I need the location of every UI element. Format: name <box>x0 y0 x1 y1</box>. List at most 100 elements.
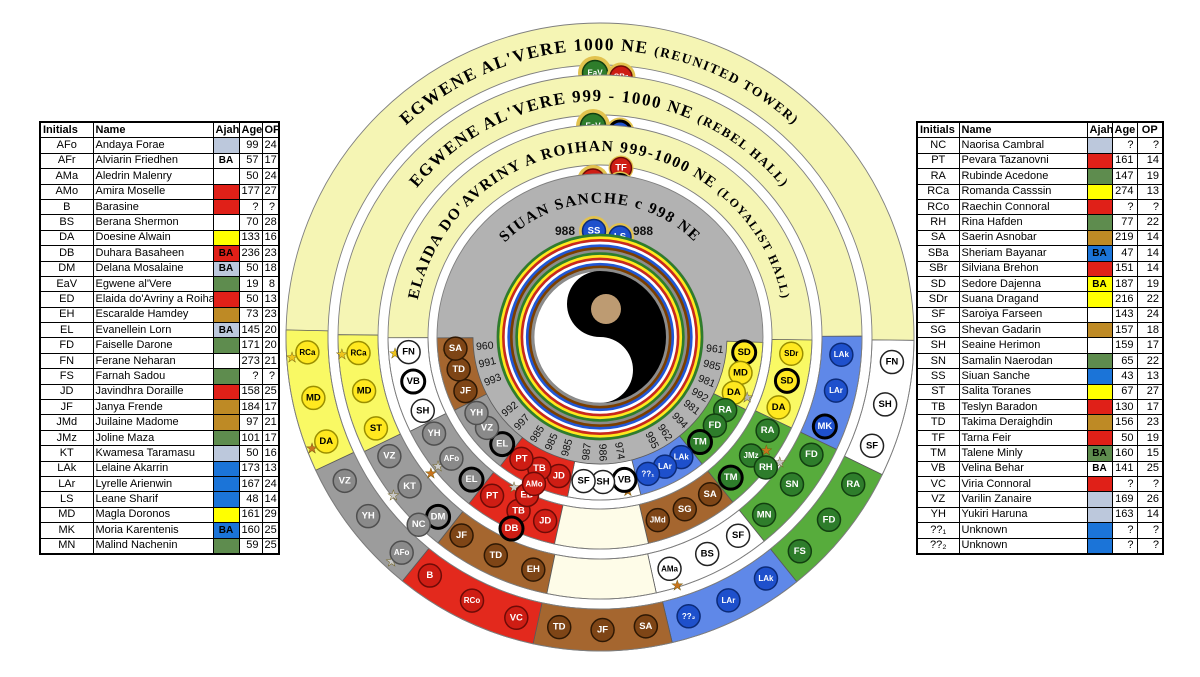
cell-op: ? <box>1136 522 1164 539</box>
sitter-node-RCa <box>346 340 371 366</box>
cell-name: Viria Connoral <box>958 475 1088 493</box>
cell-ajah <box>212 475 240 493</box>
cell-op: 23 <box>1136 414 1164 431</box>
cell-ajah <box>212 491 240 508</box>
cell-initials: MN <box>39 537 94 555</box>
sitter-node-label: SDr <box>784 349 798 358</box>
cell-name: Kwamesa Taramasu <box>92 445 214 462</box>
sitter-node-TD <box>483 543 509 568</box>
sitter-node-EL <box>458 466 485 493</box>
sitter-node-DA <box>766 395 791 420</box>
sitter-node-SDr <box>779 341 804 366</box>
cell-age: 65 <box>1111 352 1138 370</box>
sitter-node-label: VZ <box>383 451 395 462</box>
cell-ajah: BA <box>1086 245 1113 262</box>
cell-name: Alviarin Friedhen <box>92 152 214 170</box>
cell-op: ? <box>1136 475 1164 493</box>
cell-initials: RA <box>916 168 960 185</box>
sitter-node-JMd <box>645 507 670 533</box>
sitter-node-AFo <box>439 446 464 471</box>
cell-ajah <box>1086 260 1113 277</box>
sitter-node-label: TM <box>693 437 707 448</box>
sitter-node-SH <box>872 392 898 417</box>
cell-initials: FN <box>39 352 94 370</box>
cell-ajah <box>1086 537 1113 555</box>
cell-op: ? <box>1136 137 1164 154</box>
cell-age: 273 <box>238 352 263 370</box>
cell-op: 24 <box>261 475 280 493</box>
cell-age: 57 <box>238 152 263 170</box>
cell-age: 147 <box>1111 168 1138 185</box>
cell-op: 21 <box>261 414 280 431</box>
sitter-node-MN <box>751 502 777 528</box>
sitter-node-label: LAk <box>758 574 774 583</box>
cell-ajah <box>1086 198 1113 216</box>
sitter-node-label: MD <box>306 392 321 403</box>
cell-name: Talene Minly <box>958 445 1088 462</box>
cell-age: 67 <box>1111 383 1138 401</box>
cell-ajah <box>1086 152 1113 170</box>
sitter-node-label: RA <box>846 479 860 490</box>
ring-edge <box>337 74 863 600</box>
sitter-node-label: RA <box>761 425 775 436</box>
sitter-node-label: NC <box>412 519 426 530</box>
cell-ajah <box>1086 322 1113 339</box>
sitter-node-FS <box>787 539 813 564</box>
cell-name: Varilin Zanaire <box>958 491 1088 508</box>
sitter-node-SN <box>779 472 805 497</box>
cell-op: 13 <box>261 291 280 308</box>
sitter-node-label: VZ <box>481 422 493 433</box>
sitter-node-DB <box>498 515 525 542</box>
cell-initials: EH <box>39 306 94 324</box>
sitter-node-label: LAk <box>834 350 850 359</box>
cell-age: 171 <box>238 337 263 354</box>
cell-age: 216 <box>1111 291 1138 308</box>
cell-ajah: BA <box>1086 445 1113 462</box>
cell-op: 29 <box>261 506 280 524</box>
cell-age: 47 <box>1111 245 1138 262</box>
sitter-node-label: SN <box>785 479 798 490</box>
sitter-node-label: MD <box>733 367 748 378</box>
cell-age: 43 <box>1111 368 1138 385</box>
cell-age: 50 <box>238 260 263 277</box>
sitter-node-AMo <box>521 471 547 497</box>
ring-edge <box>285 22 915 652</box>
amyrlin-badge-label: EaV <box>587 69 603 78</box>
cell-op: ? <box>261 368 280 385</box>
cell-ajah <box>212 229 240 247</box>
sitter-node-??₁ <box>635 461 661 487</box>
spiral-ring <box>528 265 672 409</box>
raised-year: 986 <box>596 444 608 462</box>
cell-initials: TF <box>916 429 960 447</box>
cell-name: Juilaine Madome <box>92 414 214 431</box>
sitter-node-label: RCa <box>351 349 368 358</box>
sitter-node-SA <box>633 614 659 639</box>
sitter-node-RCo <box>459 588 485 613</box>
sitter-node-label: YH <box>427 428 440 439</box>
cell-name: Saerin Asnobar <box>958 229 1088 247</box>
cell-initials: DB <box>39 245 94 262</box>
cell-name: Elaida do'Avriny a Roihan <box>92 291 214 308</box>
cell-op: 22 <box>1136 352 1164 370</box>
cell-ajah: BA <box>212 322 240 339</box>
sitter-node-label: SH <box>596 476 609 487</box>
sitter-node-YH <box>464 400 489 426</box>
cell-initials: SF <box>916 306 960 324</box>
cell-initials: BS <box>39 214 94 231</box>
cell-initials: AFo <box>39 137 94 154</box>
cell-name: Evanellein Lorn <box>92 322 214 339</box>
sitter-node-label: LAr <box>658 462 672 471</box>
